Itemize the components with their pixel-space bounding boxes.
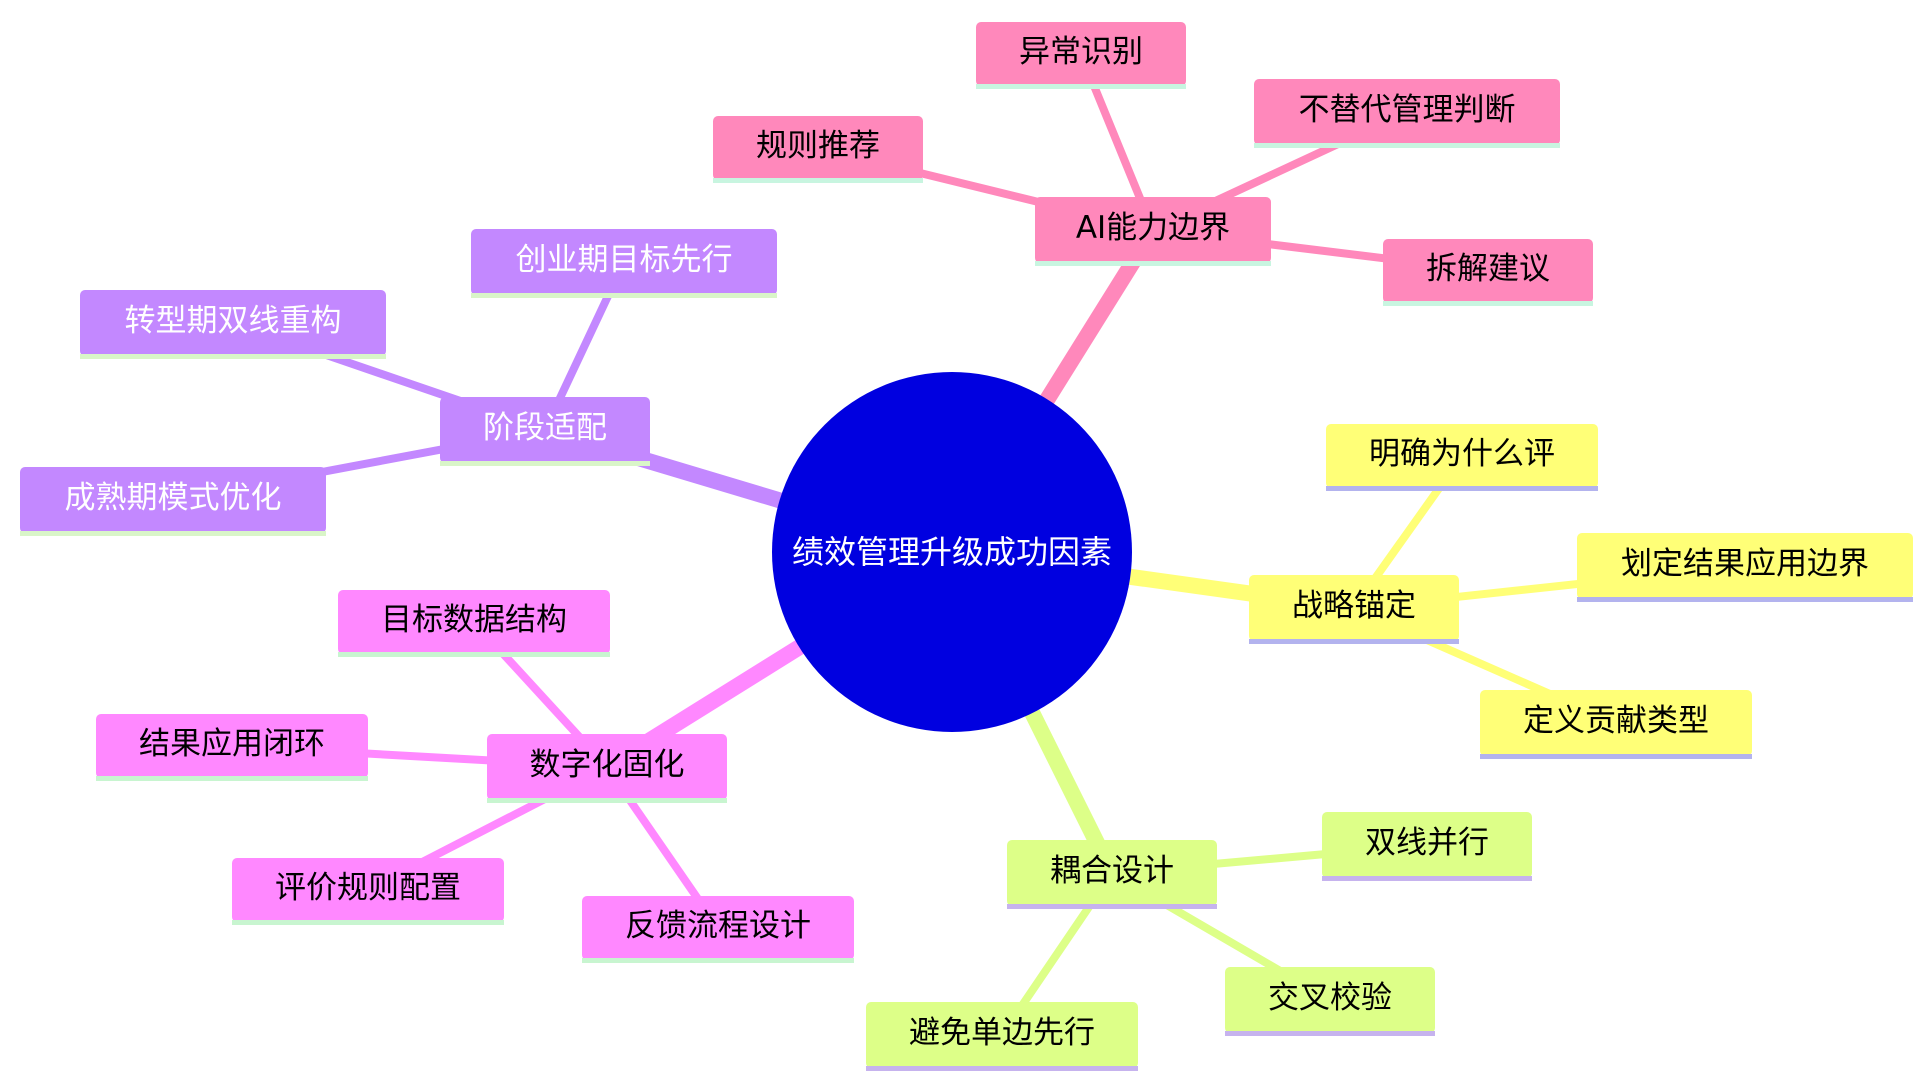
leaf-digital-1-underline bbox=[96, 776, 368, 781]
leaf-ai-1[interactable]: 不替代管理判断 bbox=[1254, 79, 1560, 148]
branch-digital[interactable]: 数字化固化 bbox=[487, 734, 727, 803]
branch-stage-underline bbox=[440, 461, 650, 466]
leaf-ai-1-underline bbox=[1254, 143, 1560, 148]
leaf-strategy-2-box bbox=[1480, 690, 1752, 756]
leaf-strategy-1-box bbox=[1577, 533, 1913, 599]
leaf-stage-0-box bbox=[471, 229, 777, 295]
leaf-digital-2[interactable]: 评价规则配置 bbox=[232, 858, 504, 925]
leaf-ai-0-underline bbox=[976, 84, 1186, 89]
branch-digital-underline bbox=[487, 798, 727, 803]
leaf-stage-0-underline bbox=[471, 293, 777, 298]
leaf-coupling-0-underline bbox=[1322, 876, 1532, 881]
branch-ai[interactable]: AI能力边界 bbox=[1035, 197, 1271, 266]
leaf-stage-2-label: 成熟期模式优化 bbox=[65, 480, 282, 516]
leaf-ai-1-label: 不替代管理判断 bbox=[1299, 92, 1516, 128]
leaf-stage-2[interactable]: 成熟期模式优化 bbox=[20, 467, 326, 536]
leaf-coupling-2-underline bbox=[866, 1066, 1138, 1071]
branch-strategy-underline bbox=[1249, 639, 1459, 644]
branch-ai-underline bbox=[1035, 261, 1271, 266]
leaf-stage-0-label: 创业期目标先行 bbox=[516, 242, 733, 278]
root-circle bbox=[772, 372, 1132, 732]
leaf-stage-2-underline bbox=[20, 531, 326, 536]
leaf-digital-3[interactable]: 反馈流程设计 bbox=[582, 896, 854, 963]
leaf-coupling-1-label: 交叉校验 bbox=[1268, 980, 1392, 1016]
leaf-digital-1-label: 结果应用闭环 bbox=[139, 726, 325, 762]
leaf-digital-0-label: 目标数据结构 bbox=[381, 602, 567, 638]
root-node[interactable]: 绩效管理升级成功因素 bbox=[772, 372, 1132, 732]
leaf-ai-0-box bbox=[976, 22, 1186, 86]
branch-strategy-label: 战略锚定 bbox=[1292, 588, 1416, 624]
leaf-coupling-0-box bbox=[1322, 812, 1532, 878]
leaf-digital-2-box bbox=[232, 858, 504, 922]
leaf-strategy-2[interactable]: 定义贡献类型 bbox=[1480, 690, 1752, 759]
leaf-ai-3-label: 拆解建议 bbox=[1426, 251, 1550, 287]
leaf-strategy-1-label: 划定结果应用边界 bbox=[1621, 546, 1869, 582]
branch-digital-box bbox=[487, 734, 727, 800]
leaf-coupling-1-box bbox=[1225, 967, 1435, 1033]
leaf-digital-2-label: 评价规则配置 bbox=[275, 870, 461, 906]
leaf-stage-1-box bbox=[80, 290, 386, 356]
leaf-ai-2[interactable]: 规则推荐 bbox=[713, 116, 923, 183]
branch-strategy[interactable]: 战略锚定 bbox=[1249, 575, 1459, 644]
leaf-coupling-1[interactable]: 交叉校验 bbox=[1225, 967, 1435, 1036]
leaf-coupling-0[interactable]: 双线并行 bbox=[1322, 812, 1532, 881]
leaf-ai-0-label: 异常识别 bbox=[1019, 34, 1143, 70]
leaf-stage-0[interactable]: 创业期目标先行 bbox=[471, 229, 777, 298]
leaf-strategy-0-box bbox=[1326, 424, 1598, 488]
root-label: 绩效管理升级成功因素 bbox=[792, 533, 1112, 571]
leaf-strategy-2-label: 定义贡献类型 bbox=[1523, 703, 1709, 739]
branch-ai-box bbox=[1035, 197, 1271, 263]
leaf-strategy-1[interactable]: 划定结果应用边界 bbox=[1577, 533, 1913, 602]
leaf-ai-2-underline bbox=[713, 178, 923, 183]
leaf-digital-3-underline bbox=[582, 958, 854, 963]
leaf-stage-1-label: 转型期双线重构 bbox=[125, 303, 342, 339]
leaf-ai-2-box bbox=[713, 116, 923, 180]
leaf-coupling-2-box bbox=[866, 1002, 1138, 1068]
leaf-stage-1[interactable]: 转型期双线重构 bbox=[80, 290, 386, 359]
leaf-coupling-0-label: 双线并行 bbox=[1365, 825, 1489, 861]
leaf-digital-0[interactable]: 目标数据结构 bbox=[338, 590, 610, 657]
leaf-strategy-2-underline bbox=[1480, 754, 1752, 759]
leaf-digital-0-underline bbox=[338, 652, 610, 657]
leaf-ai-2-label: 规则推荐 bbox=[756, 128, 880, 164]
leaf-digital-3-label: 反馈流程设计 bbox=[625, 908, 811, 944]
branch-coupling-box bbox=[1007, 840, 1217, 906]
branch-stage[interactable]: 阶段适配 bbox=[440, 397, 650, 466]
branch-ai-label: AI能力边界 bbox=[1076, 210, 1230, 246]
leaf-digital-1-box bbox=[96, 714, 368, 778]
branch-coupling[interactable]: 耦合设计 bbox=[1007, 840, 1217, 909]
leaf-coupling-1-underline bbox=[1225, 1031, 1435, 1036]
leaf-ai-0[interactable]: 异常识别 bbox=[976, 22, 1186, 89]
branch-stage-label: 阶段适配 bbox=[483, 410, 607, 446]
leaf-digital-2-underline bbox=[232, 920, 504, 925]
leaf-ai-3-underline bbox=[1383, 301, 1593, 306]
leaf-coupling-2-label: 避免单边先行 bbox=[909, 1015, 1095, 1051]
leaf-strategy-1-underline bbox=[1577, 597, 1913, 602]
leaf-stage-2-box bbox=[20, 467, 326, 533]
branch-stage-box bbox=[440, 397, 650, 463]
branch-digital-label: 数字化固化 bbox=[530, 747, 685, 783]
leaf-ai-1-box bbox=[1254, 79, 1560, 145]
leaf-stage-1-underline bbox=[80, 354, 386, 359]
leaf-ai-3-box bbox=[1383, 239, 1593, 303]
branch-coupling-label: 耦合设计 bbox=[1050, 853, 1174, 889]
leaf-coupling-2[interactable]: 避免单边先行 bbox=[866, 1002, 1138, 1071]
branch-strategy-box bbox=[1249, 575, 1459, 641]
leaf-strategy-0-label: 明确为什么评 bbox=[1369, 436, 1555, 472]
leaf-digital-3-box bbox=[582, 896, 854, 960]
leaf-strategy-0-underline bbox=[1326, 486, 1598, 491]
leaf-ai-3[interactable]: 拆解建议 bbox=[1383, 239, 1593, 306]
leaf-digital-1[interactable]: 结果应用闭环 bbox=[96, 714, 368, 781]
branch-coupling-underline bbox=[1007, 904, 1217, 909]
leaf-strategy-0[interactable]: 明确为什么评 bbox=[1326, 424, 1598, 491]
leaf-digital-0-box bbox=[338, 590, 610, 654]
